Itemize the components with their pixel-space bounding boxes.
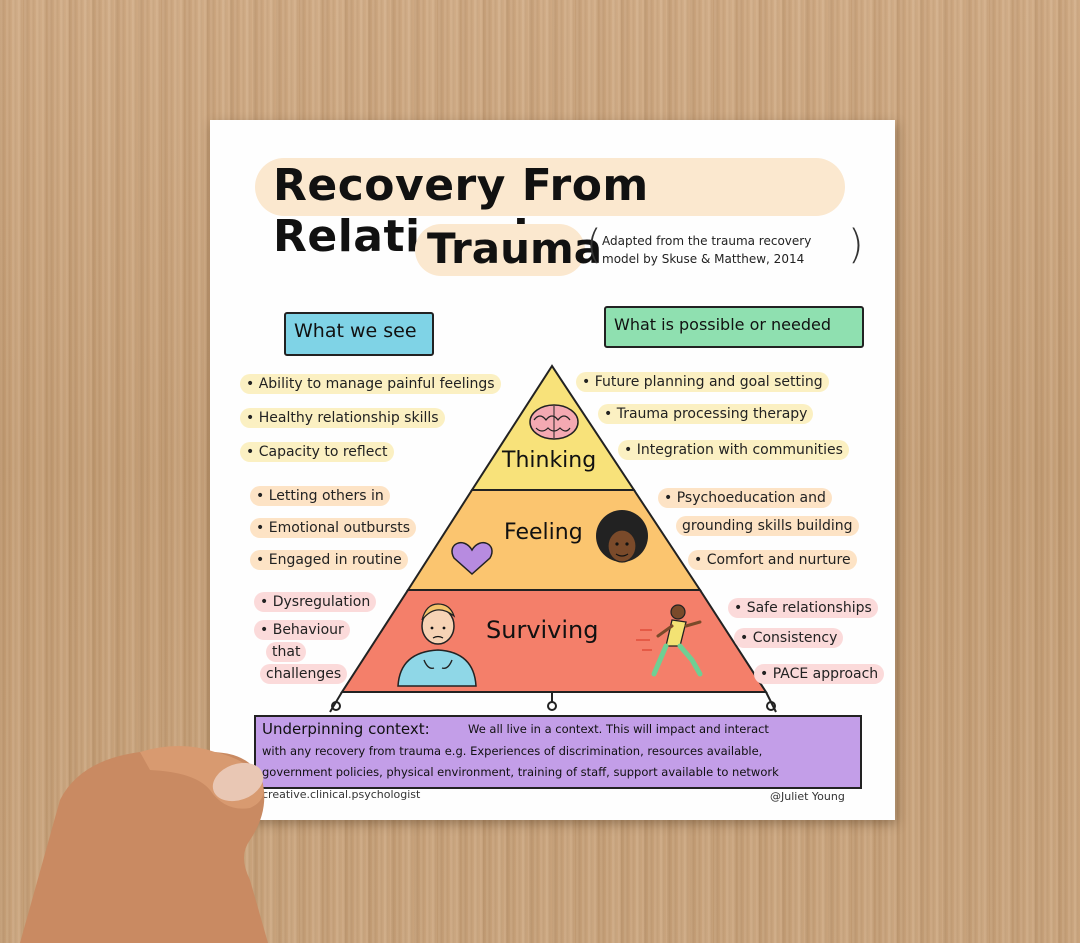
person-face-icon (596, 510, 648, 563)
context-line-1: We all live in a context. This will impa… (468, 722, 769, 736)
context-line-3: government policies, physical environmen… (262, 765, 779, 779)
right-item-surviving-2: • Consistency (734, 628, 844, 648)
paren-left: ( (586, 222, 602, 268)
left-item-thinking-2: • Healthy relationship skills (240, 408, 445, 428)
context-heading: Underpinning context: (262, 720, 430, 738)
paren-right: ) (848, 222, 864, 268)
brain-icon (529, 404, 579, 440)
what-is-possible-label: What is possible or needed (614, 315, 832, 334)
right-item-thinking-1: • Future planning and goal setting (576, 372, 829, 392)
left-item-surviving-3: that (266, 642, 307, 662)
right-item-thinking-2: • Trauma processing therapy (598, 404, 814, 424)
left-item-surviving-2: • Behaviour (254, 620, 350, 640)
pyramid-diagram (329, 364, 777, 713)
left-item-thinking-1: • Ability to manage painful feelings (240, 374, 501, 394)
running-person-icon (636, 604, 703, 677)
level-surviving-label: Surviving (486, 616, 599, 644)
right-item-thinking-3: • Integration with communities (618, 440, 849, 460)
right-item-surviving-1: • Safe relationships (728, 598, 878, 618)
level-thinking-label: Thinking (502, 448, 597, 473)
anxious-person-icon (397, 603, 477, 687)
what-we-see-label: What we see (294, 320, 417, 342)
right-item-feeling-1: • Psychoeducation and (658, 488, 832, 508)
left-item-thinking-3: • Capacity to reflect (240, 442, 394, 462)
adapted-note: Adapted from the trauma recovery model b… (602, 232, 811, 268)
what-is-possible-header: What is possible or needed (604, 306, 864, 348)
right-item-surviving-3: • PACE approach (754, 664, 885, 684)
adapted-line-2: model by Skuse & Matthew, 2014 (602, 252, 805, 266)
left-item-feeling-2: • Emotional outbursts (250, 518, 417, 538)
left-item-surviving-1: • Dysregulation (254, 592, 377, 612)
left-item-feeling-1: • Letting others in (250, 486, 390, 506)
adapted-line-1: Adapted from the trauma recovery (602, 234, 812, 248)
poster-card: Recovery From Relational Trauma ( Adapte… (210, 120, 895, 820)
left-item-feeling-3: • Engaged in routine (250, 550, 408, 570)
heart-icon (451, 541, 493, 576)
title-line-2: Trauma (427, 224, 603, 273)
what-we-see-header: What we see (284, 312, 434, 356)
underpinning-context-box: Underpinning context: We all live in a c… (254, 715, 862, 789)
credit-right: @Juliet Young (770, 790, 845, 803)
credit-left: creative.clinical.psychologist (262, 788, 421, 801)
right-item-feeling-3: • Comfort and nurture (688, 550, 857, 570)
context-line-2: with any recovery from trauma e.g. Exper… (262, 744, 763, 758)
level-feeling-label: Feeling (504, 520, 583, 545)
right-item-feeling-2: grounding skills building (676, 516, 859, 536)
left-item-surviving-4: challenges (260, 664, 348, 684)
title-highlight-2: Trauma (415, 224, 602, 276)
